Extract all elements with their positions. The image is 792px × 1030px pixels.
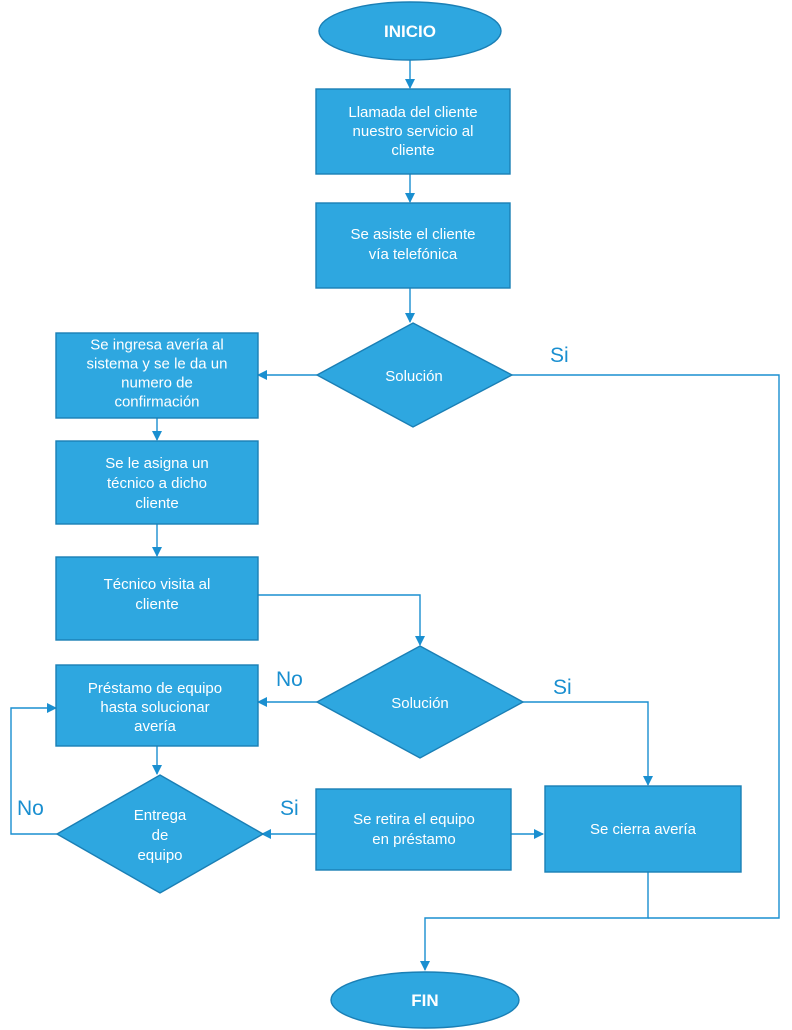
edge-solucion1-si-to-fin (512, 374, 780, 919)
node-visita: Técnico visita al cliente (55, 556, 259, 641)
process-box (315, 202, 511, 289)
ingresa-label-line: confirmación (114, 394, 199, 411)
llamada-text: Llamada del cliente nuestro servicio al cl… (348, 104, 477, 159)
process-box (55, 664, 259, 747)
terminal-ellipse (330, 971, 520, 1029)
prestamo-text: Préstamo de equipo hasta solucionar avería (88, 680, 222, 735)
connectors (10, 60, 780, 971)
node-inicio: INICIO (318, 1, 502, 61)
solucion2-label: Solución (391, 695, 449, 712)
node-cierra: Se cierra avería (544, 785, 742, 873)
retira-label-line: en préstamo (372, 831, 455, 848)
solucion2-si-label: Si (553, 676, 572, 699)
llamada-label-line: Llamada del cliente (348, 104, 477, 121)
process-box (315, 788, 512, 871)
edge-labels: Si No Si No Si (17, 344, 572, 820)
process-box (55, 440, 259, 525)
entrega-label-line: Entrega (134, 807, 187, 824)
edge-cierra-to-fin (420, 872, 649, 971)
solucion1-si-label: Si (550, 344, 569, 367)
asigna-text: Se le asigna un técnico a dicho cliente (105, 455, 208, 512)
process-box (55, 556, 259, 641)
terminal-ellipse (318, 1, 502, 61)
prestamo-label-line: Préstamo de equipo (88, 680, 222, 697)
asigna-label-line: técnico a dicho (107, 475, 207, 492)
prestamo-label-line: avería (134, 718, 176, 735)
edge-visita-to-solucion2 (258, 594, 425, 646)
entrega-si-label: Si (280, 797, 299, 820)
asiste-label-line: Se asiste el cliente (350, 226, 475, 243)
node-solucion1: Solución (315, 322, 514, 428)
edge-entrega-no-to-prestamo (10, 703, 57, 835)
entrega-no-label: No (17, 797, 44, 820)
entrega-label-line: de (152, 827, 169, 844)
node-fin: FIN (330, 971, 520, 1029)
decision-diamond (315, 645, 525, 759)
fin-label: FIN (411, 991, 438, 1010)
solucion2-no-label: No (276, 668, 303, 691)
decision-diamond (315, 322, 514, 428)
decision-diamond (55, 774, 265, 894)
visita-label-line: cliente (135, 596, 178, 613)
prestamo-label-line: hasta solucionar (100, 699, 209, 716)
node-prestamo: Préstamo de equipo hasta solucionar avería (55, 664, 259, 747)
ingresa-label-line: numero de (121, 375, 193, 392)
visita-label-line: Técnico visita al (104, 576, 211, 593)
retira-label-line: Se retira el equipo (353, 811, 475, 828)
node-ingresa: Se ingresa avería al sistema y se le da u… (55, 332, 259, 419)
entrega-text: Entrega de equipo (134, 807, 187, 864)
node-entrega: Entrega de equipo (55, 774, 265, 894)
solucion1-label: Solución (385, 368, 443, 385)
cierra-label: Se cierra avería (590, 821, 697, 838)
visita-text: Técnico visita al cliente (104, 576, 211, 613)
node-asigna: Se le asigna un técnico a dicho cliente (55, 440, 259, 525)
node-retira: Se retira el equipo en préstamo (315, 788, 512, 871)
ingresa-text: Se ingresa avería al sistema y se le da u… (87, 337, 228, 411)
asiste-label-line: vía telefónica (369, 246, 458, 263)
entrega-label-line: equipo (137, 847, 182, 864)
process-box (544, 785, 742, 873)
llamada-label-line: cliente (391, 142, 434, 159)
node-llamada: Llamada del cliente nuestro servicio al cl… (315, 88, 511, 175)
node-solucion2: Solución (315, 645, 525, 759)
ingresa-label-line: Se ingresa avería al (90, 337, 223, 354)
asigna-label-line: Se le asigna un (105, 455, 208, 472)
asiste-text: Se asiste el cliente vía telefónica (350, 226, 475, 263)
process-box (55, 332, 259, 419)
retira-text: Se retira el equipo en préstamo (353, 811, 475, 848)
ingresa-label-line: sistema y se le da un (87, 356, 228, 373)
process-box (315, 88, 511, 175)
node-asiste: Se asiste el cliente vía telefónica (315, 202, 511, 289)
llamada-label-line: nuestro servicio al (353, 123, 474, 140)
edge-solucion2-si-to-cierra (523, 701, 653, 786)
inicio-label: INICIO (384, 22, 436, 41)
asigna-label-line: cliente (135, 495, 178, 512)
